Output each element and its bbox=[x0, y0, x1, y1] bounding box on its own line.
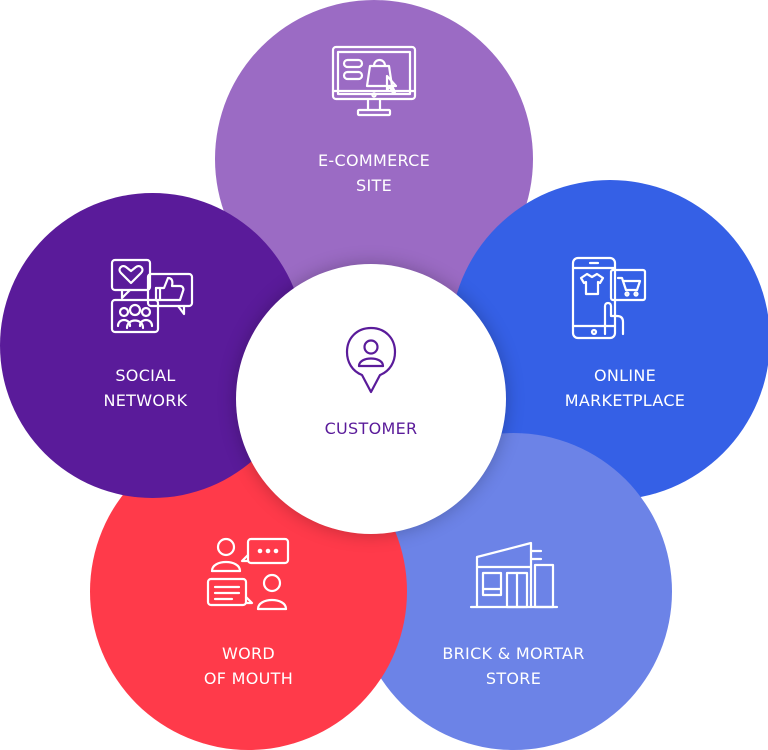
smartphone-shopping-cart-icon bbox=[565, 256, 655, 346]
customer-label: CUSTOMER bbox=[324, 419, 418, 438]
social-label-line2: NETWORK bbox=[103, 391, 188, 410]
storefront-icon bbox=[469, 539, 559, 615]
online-marketplace-label: ONLINE MARKETPLACE bbox=[480, 363, 768, 413]
people-conversation-icon bbox=[204, 535, 294, 621]
word-of-mouth-label: WORD OF MOUTH bbox=[90, 641, 407, 691]
word-label-line1: WORD bbox=[221, 644, 276, 663]
ecommerce-label-line2: SITE bbox=[356, 176, 392, 195]
monitor-shopping-bag-icon bbox=[329, 44, 419, 128]
brick-label-line2: STORE bbox=[485, 669, 542, 688]
online-label-line1: ONLINE bbox=[593, 366, 657, 385]
social-media-icon bbox=[108, 256, 198, 342]
word-label-line2: OF MOUTH bbox=[203, 669, 294, 688]
ecommerce-site-label: E-COMMERCE SITE bbox=[215, 148, 533, 198]
customer-location-pin-icon bbox=[345, 326, 397, 398]
social-network-label: SOCIAL NETWORK bbox=[0, 363, 305, 413]
ecommerce-label-line1: E-COMMERCE bbox=[318, 151, 430, 170]
brick-label-line1: BRICK & MORTAR bbox=[442, 644, 585, 663]
customer-center-circle: CUSTOMER bbox=[236, 264, 506, 534]
brick-mortar-label: BRICK & MORTAR STORE bbox=[355, 641, 672, 691]
social-label-line1: SOCIAL bbox=[115, 366, 176, 385]
online-label-line2: MARKETPLACE bbox=[564, 391, 686, 410]
